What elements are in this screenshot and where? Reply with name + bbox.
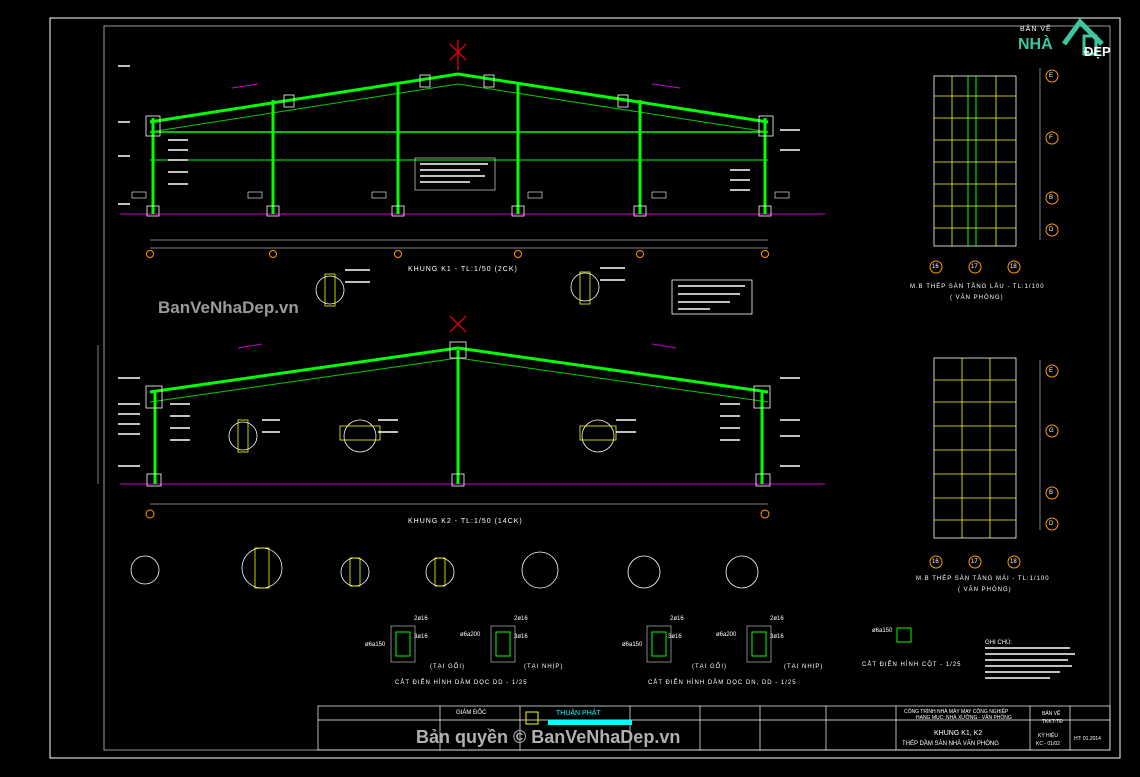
titleblock-code-label: KÝ HIỆU	[1038, 733, 1059, 739]
titleblock-company-name: THUẬN PHÁT	[556, 710, 601, 717]
rebar-top-label-2: 2ø16	[514, 616, 528, 622]
frame-k2	[97, 315, 825, 519]
grid-e-upper: E	[1049, 73, 1054, 79]
titleblock-sheet-title: KHUNG K1, K2	[934, 730, 983, 737]
titleblock-project-sub: HẠNG MỤC: NHÀ XƯỞNG - VĂN PHÒNG	[916, 715, 1012, 721]
section-dn-support-label: (TẠI GỐI)	[692, 664, 727, 670]
titleblock-director-label: GIÁM ĐỐC	[456, 710, 487, 716]
rebar-top-label-4: 2ø16	[770, 616, 784, 622]
section-dn-title: CẮT ĐIỂN HÌNH DẦM DỌC DN, DD - 1/25	[648, 680, 797, 686]
rebar-mid-label-1: 3ø16	[514, 634, 528, 640]
stirrup-label-1: ø6a150	[365, 642, 386, 648]
sheet-border-outer	[49, 17, 1121, 759]
grid-g-roof: G	[1049, 428, 1054, 434]
frame-k1-note-box	[414, 157, 496, 191]
section-dn-span-label: (TẠI NHỊP)	[784, 664, 824, 670]
rebar-mid-label-4: 3ø16	[668, 634, 682, 640]
logo-top-text: BẢN VẼ	[1020, 26, 1052, 33]
grid-d-upper: D	[1049, 227, 1054, 233]
plan-upper-floor	[929, 68, 1059, 274]
plan-roof-subtitle: ( VĂN PHÒNG)	[958, 587, 1012, 593]
logo-nha-text: NHÀ	[1018, 36, 1053, 53]
section-column-title: CẮT ĐIỂN HÌNH CỘT - 1/25	[862, 662, 962, 668]
rebar-top-label-3: 2ø16	[670, 616, 684, 622]
titleblock-date: HT: 01.2014	[1074, 736, 1101, 742]
frame-k1-grid-bubbles	[146, 250, 769, 258]
connection-details-row	[130, 547, 759, 589]
frame-k1-left-annotations	[118, 65, 800, 205]
plan-upper-title: M.B THÉP SÀN TẦNG LẦU - TL:1/100	[910, 284, 1045, 290]
stirrup-label-3: ø6a150	[622, 642, 643, 648]
frame-k1-column-tags	[131, 191, 790, 199]
frame-k2-title: KHUNG K2 - TL:1/50 (14CK)	[408, 518, 523, 525]
house-logo-icon	[1061, 18, 1104, 56]
section-dd-title: CẮT ĐIỂN HÌNH DẦM DỌC DD - 1/25	[395, 680, 528, 686]
plan-upper-subtitle: ( VĂN PHÒNG)	[950, 295, 1004, 301]
rebar-mid-label-3: 3ø16	[414, 634, 428, 640]
rebar-top-label-1: 2ø16	[414, 616, 428, 622]
grid-f-upper: F	[1049, 135, 1053, 141]
frame-k1-rafter-bottom	[149, 83, 769, 133]
brand-logo: BẢN VẼ NHÀ ĐẸP	[1012, 14, 1132, 70]
grid-d-roof: D	[1049, 521, 1054, 527]
titleblock-drawing-value: TKKT-TĐ	[1042, 719, 1063, 725]
frame-k1-title: KHUNG K1 - TL:1/50 (2CK)	[408, 266, 518, 273]
frame-k2-columns	[153, 350, 764, 484]
titleblock-project-name: CÔNG TRÌNH NHÀ MÁY MAY CÔNG NGHIỆP	[904, 709, 1009, 715]
logo-dep-text: ĐẸP	[1084, 44, 1111, 59]
frame-k2-grid-bubbles	[145, 509, 770, 519]
notes-label: GHI CHÚ:	[985, 640, 1012, 646]
titleblock-code-value: KC - 01/02	[1036, 741, 1060, 747]
frame-k1-columns	[151, 82, 767, 214]
grid-16-roof: 16	[932, 559, 939, 565]
grid-18-upper: 18	[1010, 264, 1017, 270]
stirrup-label-column: ø6a150	[872, 628, 893, 634]
frame-k1-bases	[145, 74, 774, 217]
frame-k2-section-details	[228, 419, 617, 453]
watermark-left: BanVeNhaDep.vn	[158, 298, 299, 317]
frame-k1-rafter	[149, 72, 769, 124]
stirrup-label-4: ø6a200	[716, 632, 737, 638]
watermark-bottom: Bản quyền © BanVeNhaDep.vn	[416, 727, 681, 747]
general-notes-block	[985, 647, 1075, 679]
grid-e-roof: E	[1049, 368, 1054, 374]
frame-k2-rafter	[149, 346, 769, 394]
rebar-mid-label-2: 3ø16	[770, 634, 784, 640]
grid-b-upper: B	[1049, 195, 1054, 201]
stirrup-label-2: ø6a200	[460, 632, 481, 638]
frame-k1-note-lines	[420, 163, 488, 183]
section-dd-span-label: (TẠI NHỊP)	[524, 664, 564, 670]
title-block	[317, 705, 1111, 751]
grid-b-roof: B	[1049, 490, 1054, 496]
titleblock-sheet-subtitle: THÉP DẦM SÀN NHÀ VĂN PHÒNG	[902, 741, 999, 747]
frame-k1	[118, 40, 825, 258]
frame-k2-ridge-marker	[449, 315, 467, 333]
plan-roof-floor	[929, 357, 1059, 569]
grid-16-upper: 16	[932, 264, 939, 270]
sheet-border-inner	[103, 25, 1111, 751]
titleblock-company-logo-mark	[525, 711, 539, 725]
frame-k1-ridge-marker	[449, 40, 467, 70]
grid-18-roof: 18	[1010, 559, 1017, 565]
section-dd-support-label: (TẠI GỐI)	[430, 664, 465, 670]
grid-17-roof: 17	[971, 559, 978, 565]
grid-17-upper: 17	[971, 264, 978, 270]
titleblock-drawing-label: BẢN VẼ	[1042, 711, 1061, 717]
plan-roof-title: M.B THÉP SÀN TẦNG MÁI - TL:1/100	[916, 576, 1050, 582]
beam-sections	[390, 625, 912, 663]
frame-k1-details	[315, 271, 753, 315]
